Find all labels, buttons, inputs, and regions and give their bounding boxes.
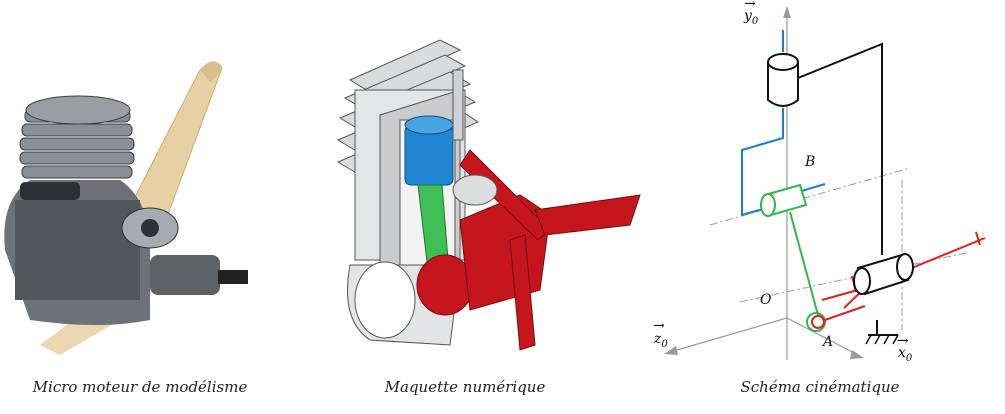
- z0-axis: [669, 317, 788, 353]
- schema-caption: Schéma cinématique: [740, 378, 900, 396]
- point-o-label: O: [760, 292, 772, 308]
- svg-text:→: →: [897, 333, 909, 349]
- model-caption: Maquette numérique: [384, 378, 546, 396]
- point-a-label: A: [821, 334, 833, 350]
- engine-photo-panel: Micro moteur de modélisme: [0, 0, 300, 414]
- kinematic-schema-panel: y0 → z0 → x0 → B O A Schéma cinématique: [640, 0, 1005, 414]
- cad-model-image: [336, 39, 641, 351]
- cad-model-panel: Maquette numérique: [310, 0, 650, 414]
- x0-label: x0: [898, 345, 913, 364]
- x0-axis: [786, 317, 861, 357]
- y0-label: y0: [743, 8, 759, 27]
- photo-caption: Micro moteur de modélisme: [32, 378, 248, 396]
- svg-text:→: →: [653, 318, 665, 334]
- engine-photo-image: [4, 61, 248, 355]
- z0-label: z0: [653, 331, 668, 350]
- point-b-label: B: [804, 154, 815, 170]
- svg-text:→: →: [744, 0, 756, 12]
- kinematic-schema-image: y0 → z0 → x0 → B O A: [653, 0, 986, 364]
